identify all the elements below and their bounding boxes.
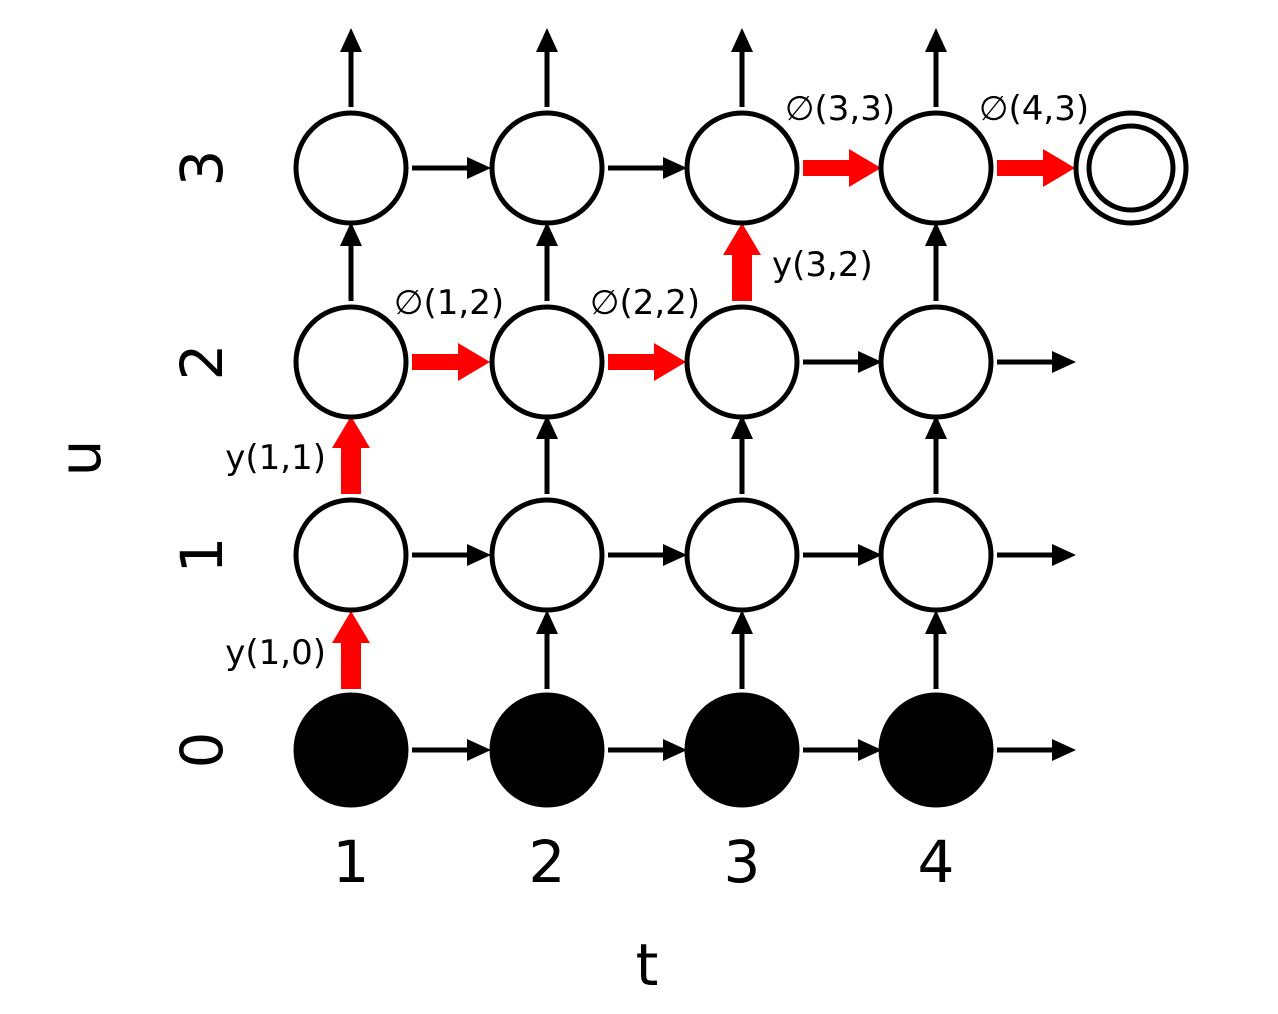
node-3-3 <box>684 110 800 226</box>
path-arrow-2-2-right <box>608 343 686 381</box>
edge-2-1-up <box>536 415 558 494</box>
node-3-2 <box>684 304 800 420</box>
node-1-2 <box>293 304 409 420</box>
edge-2-2-up <box>536 222 558 301</box>
node-1-1 <box>293 497 409 613</box>
final-node <box>1073 110 1189 226</box>
x-axis-label: t <box>636 931 659 999</box>
path-label-1: y(1,1) <box>225 438 326 478</box>
edge-3-1-right <box>803 544 882 566</box>
path-arrow-1-2-right <box>412 343 490 381</box>
node-4-3 <box>878 110 994 226</box>
x-tick-2: 2 <box>529 828 566 896</box>
edge-2-0-right <box>608 739 687 761</box>
node-4-2 <box>878 304 994 420</box>
edge-4-2-up <box>925 222 947 301</box>
edge-2-3-right <box>608 157 687 179</box>
edge-4-3-up <box>925 28 947 107</box>
y-tick-1: 1 <box>168 537 236 574</box>
node-2-1 <box>489 497 605 613</box>
y-tick-0: 0 <box>168 732 236 769</box>
edge-4-1-up <box>925 415 947 494</box>
path-label-4: y(3,2) <box>772 245 873 285</box>
path-arrow-1-0-up <box>332 611 370 689</box>
edge-3-2-right <box>803 351 882 373</box>
edge-3-3-up <box>731 28 753 107</box>
axis-labels: 1 2 3 4 t 0 1 2 3 u <box>46 150 954 999</box>
node-4-1 <box>878 497 994 613</box>
path-arrow-4-3-right <box>997 149 1075 187</box>
edge-4-0-right <box>997 739 1076 761</box>
path-arrow-1-1-up <box>332 416 370 494</box>
x-tick-4: 4 <box>918 828 955 896</box>
node-2-2 <box>489 304 605 420</box>
edge-2-0-up <box>536 610 558 689</box>
node-1-3 <box>293 110 409 226</box>
nodes <box>293 110 1189 808</box>
path-labels: y(1,0) y(1,1) ∅(1,2) ∅(2,2) y(3,2) ∅(3,3) ∅(4,… <box>225 89 1089 673</box>
edge-2-3-up <box>536 28 558 107</box>
path-arrow-3-3-right <box>803 149 881 187</box>
x-tick-3: 3 <box>724 828 761 896</box>
y-tick-2: 2 <box>168 344 236 381</box>
edge-3-0-up <box>731 610 753 689</box>
filled-node-2-0 <box>489 692 605 808</box>
node-3-1 <box>684 497 800 613</box>
filled-node-4-0 <box>878 692 994 808</box>
edge-3-0-right <box>803 739 882 761</box>
edge-1-3-up <box>340 28 362 107</box>
node-2-3 <box>489 110 605 226</box>
filled-node-3-0 <box>684 692 800 808</box>
edge-4-2-right <box>997 351 1076 373</box>
x-tick-1: 1 <box>333 828 370 896</box>
filled-node-1-0 <box>293 692 409 808</box>
y-tick-3: 3 <box>168 150 236 187</box>
y-axis-label: u <box>46 440 114 477</box>
edge-4-1-right <box>997 544 1076 566</box>
path-label-2: ∅(1,2) <box>394 283 504 323</box>
edge-1-1-right <box>412 544 491 566</box>
path-label-5: ∅(3,3) <box>785 89 895 129</box>
path-label-3: ∅(2,2) <box>590 283 700 323</box>
edge-1-0-right <box>412 739 491 761</box>
edge-1-3-right <box>412 157 491 179</box>
edge-3-1-up <box>731 415 753 494</box>
path-label-0: y(1,0) <box>225 633 326 673</box>
path-arrow-3-2-up <box>723 223 761 301</box>
edge-1-2-up <box>340 222 362 301</box>
edge-2-1-right <box>608 544 687 566</box>
edges <box>332 28 1076 761</box>
edge-4-0-up <box>925 610 947 689</box>
path-label-6: ∅(4,3) <box>979 89 1089 129</box>
